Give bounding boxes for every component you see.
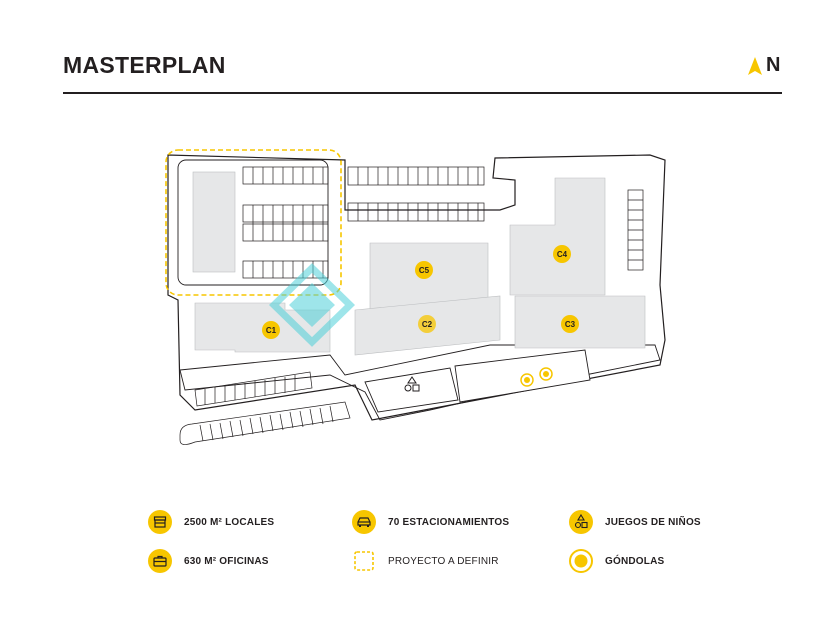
legend-juegos: JUEGOS DE NIÑOS bbox=[569, 510, 701, 534]
legend-oficinas: 630 M² OFICINAS bbox=[148, 549, 269, 573]
parking-right bbox=[627, 189, 644, 271]
briefcase-icon bbox=[148, 549, 172, 573]
building-c2[interactable]: C2 bbox=[418, 315, 436, 333]
building-c4[interactable]: C4 bbox=[553, 245, 571, 263]
dashed-square-icon bbox=[354, 551, 374, 571]
building-c4-label: C4 bbox=[557, 250, 568, 259]
building-c4-shape bbox=[509, 177, 606, 296]
legend-estacionamientos: 70 ESTACIONAMIENTOS bbox=[352, 510, 509, 534]
gondola-legend-icon bbox=[569, 549, 593, 573]
watermark-logo bbox=[268, 263, 356, 347]
building-c1[interactable]: C1 bbox=[262, 321, 280, 339]
building-c1-label: C1 bbox=[266, 326, 277, 335]
legend-oficinas-label: 630 M² OFICINAS bbox=[184, 555, 269, 567]
proyecto-building bbox=[192, 171, 236, 273]
north-indicator: N bbox=[748, 54, 780, 77]
building-c5-label: C5 bbox=[419, 266, 430, 275]
playground-shapes-icon bbox=[569, 510, 593, 534]
north-label: N bbox=[766, 54, 781, 76]
proyecto-area bbox=[165, 149, 342, 296]
car-icon bbox=[352, 510, 376, 534]
legend-estacionamientos-label: 70 ESTACIONAMIENTOS bbox=[388, 516, 510, 528]
parking-top-middle bbox=[347, 166, 485, 222]
legend-gondolas: GÓNDOLAS bbox=[569, 549, 664, 573]
building-c5[interactable]: C5 bbox=[415, 261, 433, 279]
store-icon bbox=[148, 510, 172, 534]
legend-proyecto-label: PROYECTO A DEFINIR bbox=[388, 555, 499, 567]
building-c2-label: C2 bbox=[422, 320, 433, 329]
playground-icon bbox=[404, 376, 420, 392]
gondola-icon bbox=[520, 367, 553, 387]
parking-bottom-left bbox=[179, 371, 351, 445]
building-c3-label: C3 bbox=[565, 320, 576, 329]
proyecto-inner bbox=[177, 159, 329, 286]
site-outline bbox=[167, 154, 666, 421]
header-divider bbox=[63, 92, 782, 94]
north-arrow-icon bbox=[748, 56, 762, 75]
site-map: C1 C2 C3 C4 C5 bbox=[165, 149, 666, 445]
legend-gondolas-label: GÓNDOLAS bbox=[605, 555, 665, 567]
playground-structure bbox=[364, 367, 459, 413]
legend-juegos-label: JUEGOS DE NIÑOS bbox=[605, 516, 701, 528]
legend-locales-label: 2500 M² LOCALES bbox=[184, 516, 275, 528]
legend-proyecto: PROYECTO A DEFINIR bbox=[352, 549, 499, 573]
building-c3[interactable]: C3 bbox=[561, 315, 579, 333]
page-title: MASTERPLAN bbox=[63, 52, 226, 78]
building-c3-shape bbox=[514, 295, 646, 349]
legend-locales: 2500 M² LOCALES bbox=[148, 510, 274, 534]
parking-top-left bbox=[242, 166, 329, 279]
